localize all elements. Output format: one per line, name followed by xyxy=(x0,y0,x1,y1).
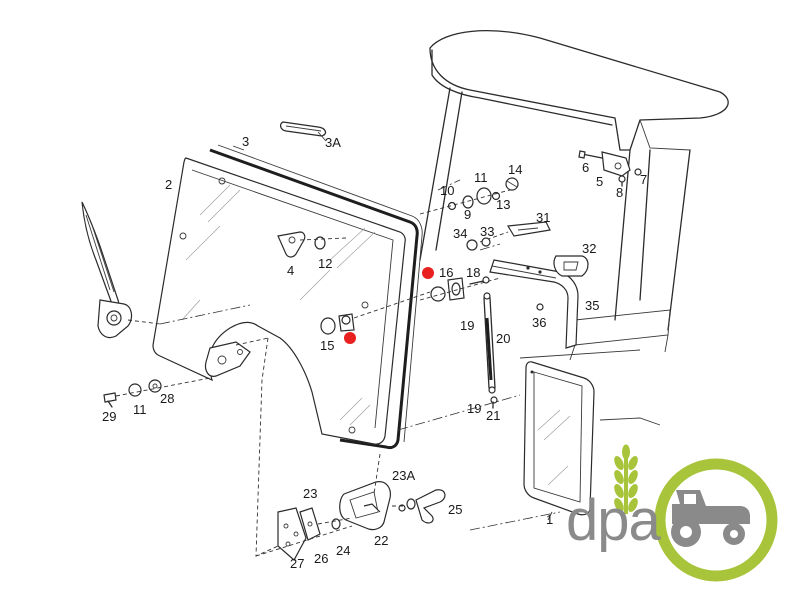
catch-bracket-5 xyxy=(578,150,642,187)
lower-hinge xyxy=(204,337,269,377)
callout: 31 xyxy=(536,210,550,225)
callout: 12 xyxy=(318,256,332,271)
callout: 24 xyxy=(336,543,350,558)
tractor-icon xyxy=(671,490,750,547)
callout: 11 xyxy=(133,402,147,417)
callout: 29 xyxy=(102,409,116,424)
callout: 21 xyxy=(486,408,500,423)
upper-hinge-cluster xyxy=(419,177,519,215)
callout: 7 xyxy=(640,172,647,187)
callout: 16 xyxy=(439,265,453,280)
callout: 8 xyxy=(616,185,623,200)
callout: 35 xyxy=(585,298,599,313)
callout: 22 xyxy=(374,533,388,548)
fasteners-29-11-28 xyxy=(103,377,211,408)
callout: 15 xyxy=(320,338,334,353)
callout: 25 xyxy=(448,502,462,517)
callout: 20 xyxy=(496,331,510,346)
callout: 18 xyxy=(466,265,480,280)
callout: 3A xyxy=(325,135,341,150)
callout: 27 xyxy=(290,556,304,571)
panel-frame-35 xyxy=(489,255,589,349)
wheat-icon xyxy=(614,444,638,514)
window-stay xyxy=(81,201,161,339)
fasteners-33-34 xyxy=(466,237,491,251)
latch-plate-31 xyxy=(479,221,551,243)
callout: 13 xyxy=(496,197,510,212)
callout: 34 xyxy=(453,226,467,241)
dpa-logo: dpa xyxy=(566,444,778,582)
callout: 1 xyxy=(546,512,553,527)
callout: 14 xyxy=(508,162,522,177)
hinge-16-18 xyxy=(419,276,501,302)
logo-text: dpa xyxy=(566,488,662,553)
cab-frame xyxy=(419,30,729,426)
callout: 19 xyxy=(467,401,481,416)
callout: 10 xyxy=(440,183,454,198)
callout: 23A xyxy=(392,468,415,483)
gas-strut-20 xyxy=(483,292,498,409)
callout: 26 xyxy=(314,551,328,566)
door-seal-3 xyxy=(209,144,423,450)
callout: 33 xyxy=(480,224,494,239)
callout: 28 xyxy=(160,391,174,406)
rear-glass-1 xyxy=(523,361,595,521)
callout: 36 xyxy=(532,315,546,330)
door-glass-2 xyxy=(152,157,406,445)
hinge-15 xyxy=(320,291,431,335)
callout: 11 xyxy=(474,170,488,185)
callout: 6 xyxy=(582,160,589,175)
highlight-dot xyxy=(422,267,434,279)
callout-labels: 3A 3 2 4 12 15 10 9 11 14 13 6 5 7 8 31 … xyxy=(102,134,647,571)
callout: 23 xyxy=(303,486,317,501)
callout: 4 xyxy=(287,263,294,278)
callout: 9 xyxy=(464,207,471,222)
callout: 32 xyxy=(582,241,596,256)
callout: 19 xyxy=(460,318,474,333)
callout: 3 xyxy=(242,134,249,149)
callout: 2 xyxy=(165,177,172,192)
bracket-4 xyxy=(277,231,347,258)
leader-lines xyxy=(159,179,561,557)
callout: 5 xyxy=(596,174,603,189)
highlight-dot xyxy=(344,332,356,344)
seal-strip-3a xyxy=(279,121,327,142)
